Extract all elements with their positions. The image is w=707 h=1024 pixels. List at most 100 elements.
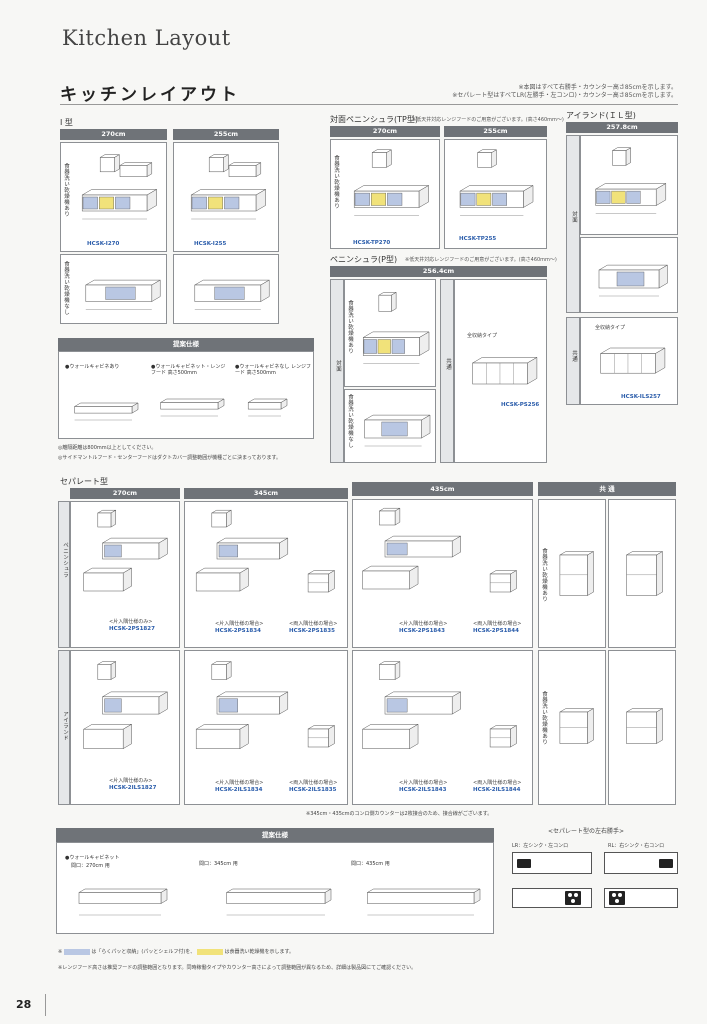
kitchen-drawing <box>362 291 430 364</box>
separate-side-peninsula: ペニンシュラ <box>58 501 70 648</box>
separate-p-270: <片入隅仕様のみ> HCSK-2PS1827 <box>70 501 180 648</box>
model-code: HCSK-TP255 <box>459 236 497 242</box>
cabinet-drawing <box>366 888 481 916</box>
storage-swatch <box>63 948 90 955</box>
separate-common-il-1: 食器洗い乾燥機あり <box>538 650 606 805</box>
caption: <片入隅仕様の場合> <box>215 780 264 786</box>
sink-icon <box>517 859 531 868</box>
kitchen-drawing <box>363 414 431 447</box>
i-type-panel-270-without: 食器洗い乾燥機なし <box>60 254 167 324</box>
proposal-1-note-2: ◎サイドマントルフード・センターフードはダクトカバー調整範囲が機種ごとに決まって… <box>58 455 281 461</box>
kitchen-drawing <box>471 356 538 385</box>
proposal-2-width-3: 間口：435cm 用 <box>351 861 390 867</box>
unit-drawing <box>558 708 595 744</box>
proposal-1-item-3: ●ウォールキャビネなし レンジフード 高さ500mm <box>235 364 311 376</box>
storage-label: 全収納タイプ <box>467 333 498 339</box>
unit-drawing <box>307 725 336 748</box>
model-code: HCSK-2ILS1844 <box>473 787 521 793</box>
footer-note: ※レンジフード高さは推奨フードの調整範囲となります。同時稼働タイプやカウンター高… <box>58 965 417 971</box>
i-type-label: I 型 <box>60 118 73 127</box>
row-label-peninsula: ペニンシュラ <box>62 542 68 578</box>
model-code: HCSK-I255 <box>194 241 227 247</box>
island-panel-without <box>580 237 678 313</box>
unit-drawing <box>307 570 336 593</box>
i-type-col-270: 270cm <box>60 129 167 140</box>
separate-col-common: 共 通 <box>538 482 676 496</box>
caption: <片入隅仕様のみ> <box>109 778 153 784</box>
p-type-panel-storage: 全収納タイプ HCSK-PS256 <box>454 279 547 463</box>
legend-storage-text: は「らくパッと収納」(パッとシェルフ付)を、 <box>91 949 196 955</box>
separate-side-island: アイランド <box>58 650 70 805</box>
model-code: HCSK-2PS1844 <box>473 628 519 634</box>
unit-drawing <box>625 551 664 596</box>
hand-lr-stove-box <box>512 888 592 908</box>
model-code: HCSK-I270 <box>87 241 120 247</box>
separate-common-il-2 <box>608 650 676 805</box>
unit-drawing <box>558 551 595 596</box>
p-type-side-common: 共通 <box>440 279 454 463</box>
hand-rl-stove-box <box>604 888 678 908</box>
island-type-label: アイランド(ＩＬ型) <box>566 111 636 120</box>
kitchen-drawing <box>82 661 169 750</box>
i-type-panel-270-with: 食器洗い乾燥機あり HCSK-I270 <box>60 142 167 252</box>
proposal-1-panel: ●ウォールキャビネあり ●ウォールキャビネット・レンジフード 高さ500mm ●… <box>58 351 314 439</box>
separate-note: ※345cm・435cmのコンロ側カウンターは2枚接合のため、接合線がございます… <box>306 811 493 817</box>
i-type-panel-255-without <box>173 254 279 324</box>
page-title-en: Kitchen Layout <box>62 26 231 50</box>
separate-il-270: <片入隅仕様のみ> HCSK-2ILS1827 <box>70 650 180 805</box>
model-code: HCSK-TP270 <box>353 240 391 246</box>
hand-title: <セパレート型の左右勝手> <box>548 828 625 835</box>
separate-common-p-1: 食器洗い乾燥機あり <box>538 499 606 648</box>
proposal-1-header: 提案仕様 <box>58 338 314 351</box>
p-type-panel-with: 食器洗い乾燥機あり <box>344 279 436 387</box>
row-label: 食器洗い乾燥機あり <box>63 163 69 217</box>
page-number: 28 <box>16 998 32 1011</box>
row-label-face: 対面 <box>571 211 577 223</box>
kitchen-drawing <box>361 507 462 590</box>
note-top-2: ※セパレート型はすべてLR(左勝手・左コンロ)・カウンター高さ85cmを示します… <box>452 92 677 99</box>
kitchen-drawing <box>459 149 534 216</box>
tp-type-label: 対面ペニンシュラ(TP型) <box>330 115 418 124</box>
proposal-1-item-1: ●ウォールキャビネあり <box>65 364 120 370</box>
row-label-common: 共通 <box>445 358 451 370</box>
hand-rl-sink-box <box>604 852 678 874</box>
separate-il-345: <片入隅仕様の場合> HCSK-2ILS1834 <両入隅仕様の場合> HCSK… <box>184 650 348 805</box>
model-code: HCSK-ILS257 <box>621 394 661 400</box>
kitchen-drawing <box>353 149 430 216</box>
row-label-island: アイランド <box>62 711 68 741</box>
proposal-2-header: 提案仕様 <box>56 828 494 842</box>
tp-type-note: ※低天井対応レンジフードのご用意がございます。(高さ460mm〜) <box>412 117 564 123</box>
sink-icon <box>659 859 673 868</box>
kitchen-drawing <box>82 509 169 592</box>
caption: <片入隅仕様のみ> <box>109 619 153 625</box>
separate-p-435: <片入隅仕様の場合> HCSK-2PS1843 <両入隅仕様の場合> HCSK-… <box>352 499 533 648</box>
model-code: HCSK-2PS1835 <box>289 628 335 634</box>
model-code: HCSK-PS256 <box>501 402 540 408</box>
title-rule <box>60 104 678 105</box>
p-type-panel-without: 食器洗い乾燥機なし <box>344 389 436 463</box>
i-type-col-255: 255cm <box>173 129 279 140</box>
model-code: HCSK-2ILS1827 <box>109 785 157 791</box>
caption: <片入隅仕様の場合> <box>215 621 264 627</box>
caption: <両入隅仕様の場合> <box>289 780 338 786</box>
dishwasher-swatch <box>196 948 223 955</box>
storage-label: 全収納タイプ <box>595 325 626 331</box>
kitchen-drawing <box>195 661 289 750</box>
tp-type-col-270: 270cm <box>330 126 440 137</box>
proposal-1-note-1: ◎離隔距離は800mm以上としてください。 <box>58 445 157 451</box>
page-title-jp: キッチンレイアウト <box>60 85 240 105</box>
hand-lr-label: LR：左シンク・左コンロ <box>512 843 569 849</box>
separate-col-270: 270cm <box>70 488 180 499</box>
note-top-1: ※本図はすべて右勝手・カウンター高さ85cmを示します。 <box>518 84 677 91</box>
model-code: HCSK-2ILS1843 <box>399 787 447 793</box>
caption: <片入隅仕様の場合> <box>399 621 448 627</box>
proposal-2-width-1: 間口：270cm 用 <box>71 863 110 869</box>
kitchen-drawing <box>598 264 669 297</box>
row-label: 食器洗い乾燥機なし <box>63 261 69 315</box>
separate-label: セパレート型 <box>60 477 108 486</box>
row-label-face: 対面 <box>335 360 341 372</box>
cabinet-drawing <box>78 888 168 916</box>
p-type-label: ペニンシュラ(P型) <box>330 255 398 264</box>
tp-type-panel-255: HCSK-TP255 <box>444 139 547 249</box>
model-code: HCSK-2PS1834 <box>215 628 261 634</box>
